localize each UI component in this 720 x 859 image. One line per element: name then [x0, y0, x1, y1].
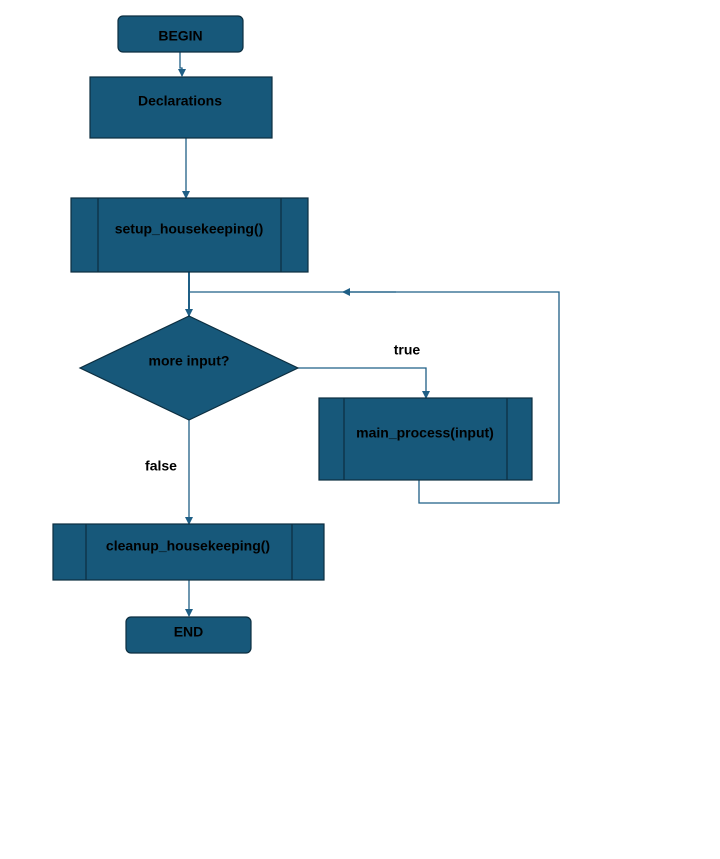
begin-to-declarations-arrow: [178, 52, 186, 77]
false-edge-label: false: [145, 458, 177, 474]
decision-node: more input?: [78, 315, 300, 421]
end-shape: [125, 616, 252, 654]
declarations-label: Declarations: [138, 93, 222, 109]
decision-true-arrow: [298, 367, 430, 399]
begin-node: BEGIN: [117, 15, 244, 53]
cleanup-housekeeping-label: cleanup_housekeeping(): [106, 538, 270, 554]
loop-back-line: [189, 291, 560, 504]
decision-shape: [78, 315, 300, 421]
declarations-node: Declarations: [89, 76, 273, 139]
setup-housekeeping-label: setup_housekeeping(): [115, 221, 264, 237]
begin-label: BEGIN: [158, 28, 202, 44]
connectors: [178, 52, 560, 617]
end-node: END: [125, 616, 252, 654]
end-label: END: [174, 624, 204, 640]
setup-housekeeping-shape: [70, 197, 309, 273]
main-process-node: main_process(input): [318, 397, 533, 481]
main-process-label: main_process(input): [356, 425, 494, 441]
declarations-shape: [89, 76, 273, 139]
setup-housekeeping-node: setup_housekeeping(): [70, 197, 309, 273]
cleanup-housekeeping-shape: [52, 523, 325, 581]
true-edge-label: true: [394, 342, 421, 358]
cleanup-housekeeping-node: cleanup_housekeeping(): [52, 523, 325, 581]
begin-shape: [117, 15, 244, 53]
decision-label: more input?: [149, 353, 230, 369]
main-process-shape: [318, 397, 533, 481]
